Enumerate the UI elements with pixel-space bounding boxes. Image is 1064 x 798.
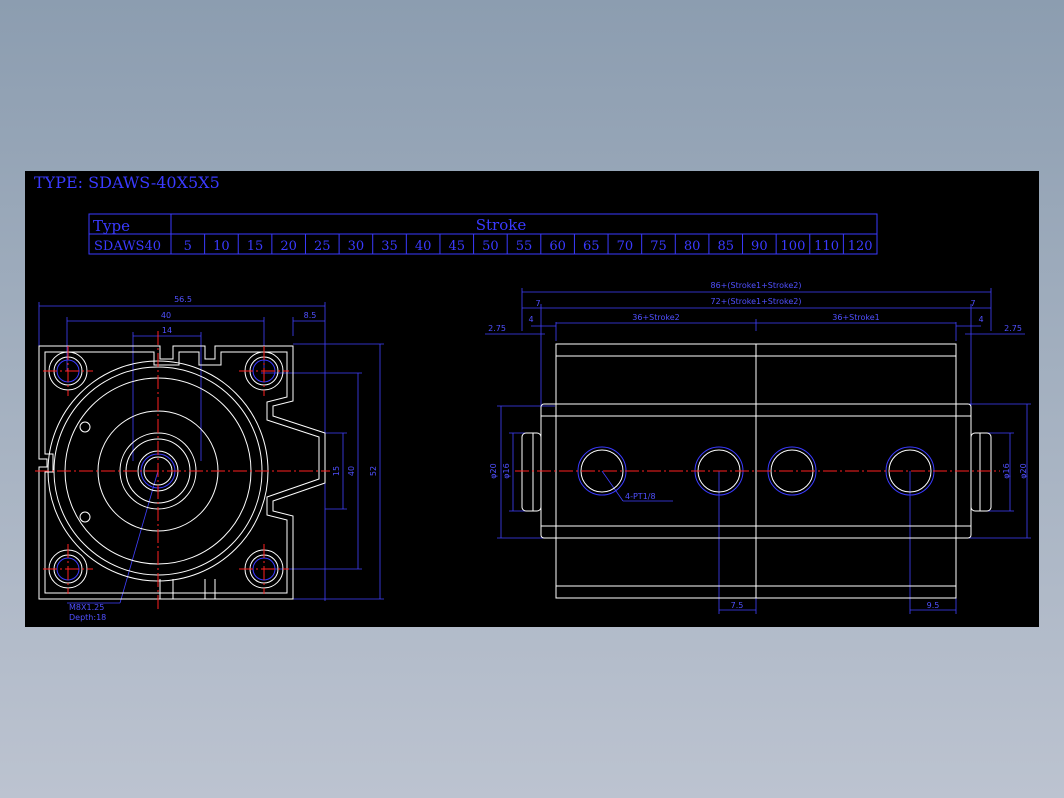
stroke-value: 50 xyxy=(482,239,499,254)
drawing-canvas: TYPE: SDAWS-40X5X5 5 10 15 20 25 30 35 40 45 50 55… xyxy=(34,173,1031,622)
stroke-value: 30 xyxy=(348,239,365,254)
dim-phi16-left: φ16 xyxy=(502,463,511,478)
stroke-value: 120 xyxy=(848,239,873,254)
stroke-value: 20 xyxy=(280,239,297,254)
dim-56-5: 56.5 xyxy=(174,295,192,304)
dim-segment-right: 36+Stroke1 xyxy=(832,313,879,322)
dim-7-5: 7.5 xyxy=(731,601,744,610)
stroke-cells: 5 10 15 20 25 30 35 40 45 50 55 60 65 70 75 80 85 90 100 11… xyxy=(184,234,873,254)
dim-8-5: 8.5 xyxy=(304,311,317,320)
stroke-value: 85 xyxy=(717,239,734,254)
drawing-sheet: TYPE: SDAWS-40X5X5 5 10 15 20 25 30 35 40 45 50 55… xyxy=(25,171,1039,627)
drawing-title: TYPE: SDAWS-40X5X5 xyxy=(34,173,220,192)
stroke-value: 65 xyxy=(583,239,600,254)
callout-depth: Depth:18 xyxy=(69,613,106,622)
stroke-value: 75 xyxy=(650,239,667,254)
dim-total-length: 86+(Stroke1+Stroke2) xyxy=(711,281,802,290)
stroke-value: 10 xyxy=(213,239,230,254)
table-header-type: Type xyxy=(93,217,130,235)
dim-40-width: 40 xyxy=(161,311,171,320)
stroke-value: 55 xyxy=(516,239,533,254)
side-view-dimension-lines xyxy=(485,288,1031,614)
dim-inner-length: 72+(Stroke1+Stroke2) xyxy=(711,297,802,306)
stroke-value: 5 xyxy=(184,239,192,254)
dim-phi20-left: φ20 xyxy=(489,463,498,478)
stroke-value: 15 xyxy=(247,239,264,254)
end-view-outline xyxy=(38,345,326,600)
stroke-value: 40 xyxy=(415,239,432,254)
stroke-value: 90 xyxy=(751,239,768,254)
dim-40-height: 40 xyxy=(347,466,356,476)
dim-14: 14 xyxy=(162,326,172,335)
stroke-value: 35 xyxy=(381,239,398,254)
stroke-value: 80 xyxy=(684,239,701,254)
stroke-value: 110 xyxy=(814,239,839,254)
table-header-stroke: Stroke xyxy=(476,216,527,234)
stroke-table xyxy=(88,213,878,255)
end-view: 56.5 40 14 8.5 52 40 15 M8X1.25 Depth:18 xyxy=(35,295,384,622)
side-view: 86+(Stroke1+Stroke2) 72+(Stroke1+Stroke2… xyxy=(485,281,1031,614)
table-model: SDAWS40 xyxy=(94,239,161,254)
dim-2-75-right: 2.75 xyxy=(1004,324,1022,333)
dim-segment-left: 36+Stroke2 xyxy=(632,313,679,322)
end-view-dimension-lines xyxy=(38,302,384,604)
stroke-value: 70 xyxy=(617,239,634,254)
dim-52: 52 xyxy=(369,466,378,476)
dim-4-right: 4 xyxy=(978,315,983,324)
dim-9-5: 9.5 xyxy=(927,601,940,610)
dim-7-left: 7 xyxy=(535,299,540,308)
dim-2-75-left: 2.75 xyxy=(488,324,506,333)
dim-15: 15 xyxy=(332,466,341,476)
dim-4-left: 4 xyxy=(528,315,533,324)
callout-thread: M8X1.25 xyxy=(69,603,104,612)
port-label: 4-PT1/8 xyxy=(625,492,656,501)
end-view-centerlines xyxy=(35,331,330,611)
dim-phi20-right: φ20 xyxy=(1019,463,1028,478)
stroke-value: 25 xyxy=(314,239,331,254)
dim-7-right: 7 xyxy=(970,299,975,308)
dim-phi16-right: φ16 xyxy=(1002,463,1011,478)
stroke-value: 45 xyxy=(448,239,465,254)
stroke-value: 100 xyxy=(781,239,806,254)
stroke-value: 60 xyxy=(549,239,566,254)
